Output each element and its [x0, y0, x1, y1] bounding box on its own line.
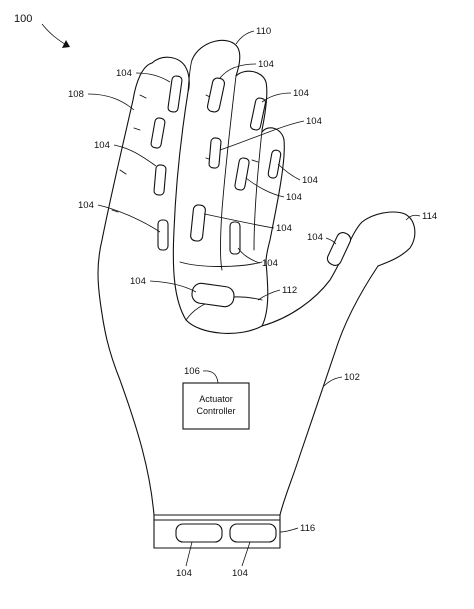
- label-actuator: 104: [293, 88, 309, 99]
- leader-104: [185, 541, 193, 567]
- knuckle-tick: [111, 209, 119, 213]
- index-middle-gap: [187, 59, 193, 93]
- figure-arrow-head: [62, 40, 70, 48]
- leader-114: [405, 214, 421, 221]
- label-palm: 112: [282, 285, 297, 296]
- leader-116: [279, 527, 299, 533]
- index-fingertip: [151, 56, 190, 93]
- label-actuator: 104: [78, 200, 94, 211]
- actuator-pad-thumb: [326, 232, 352, 266]
- label-actuator: 104: [258, 59, 274, 70]
- leader-104: [135, 72, 171, 83]
- label-actuator: 104: [302, 175, 318, 186]
- actuator-pad-wrist: [229, 523, 277, 543]
- leader-108: [87, 93, 135, 111]
- label-actuator: 104: [116, 68, 132, 79]
- knuckle-tick: [139, 94, 147, 99]
- actuator-pad: [157, 219, 169, 251]
- label-middle-finger: 110: [256, 26, 271, 37]
- actuator-pad: [267, 149, 282, 179]
- ring-pinky-gap: [253, 129, 263, 251]
- label-actuator: 104: [276, 223, 292, 234]
- leader-104: [245, 177, 285, 198]
- leader-104: [97, 204, 161, 233]
- knuckle-tick: [133, 127, 141, 131]
- controller-ref-label: 106: [184, 366, 200, 377]
- pinky-fingertip: [261, 127, 285, 263]
- actuator-pad: [153, 164, 167, 196]
- label-thumb: 114: [422, 211, 437, 222]
- leader-104: [325, 237, 337, 245]
- leader-104: [219, 120, 305, 151]
- label-actuator: 104: [307, 232, 323, 243]
- thumb-outline: [261, 211, 416, 327]
- actuator-controller: Actuator Controller 106: [182, 366, 250, 430]
- palm-outline: [172, 91, 269, 334]
- leader-104: [149, 280, 197, 293]
- actuator-pad-wrist: [175, 523, 223, 543]
- leader-104: [203, 213, 275, 229]
- label-actuator: 104: [130, 276, 146, 287]
- middle-fingertip: [191, 39, 241, 77]
- label-wrist-band: 116: [300, 523, 315, 534]
- actuator-pad: [206, 77, 226, 113]
- figure-number: 100: [14, 13, 32, 25]
- actuator-pad: [249, 97, 267, 131]
- controller-leader: [202, 370, 219, 384]
- glove-left-edge: [97, 62, 155, 516]
- leader-104: [241, 541, 251, 567]
- actuator-group: [150, 75, 352, 543]
- actuator-pad: [167, 75, 183, 113]
- leader-104: [219, 63, 257, 79]
- reference-labels: 110 108 104 104 104 104 104 104 104 104 …: [68, 26, 437, 579]
- actuator-pad-palm: [191, 282, 235, 308]
- label-actuator: 104: [176, 568, 192, 579]
- glove-right-edge: [279, 265, 379, 516]
- label-actuator: 104: [94, 140, 110, 151]
- label-glove: 102: [344, 372, 360, 383]
- palm-crease-top: [179, 261, 263, 267]
- label-actuator: 104: [232, 568, 248, 579]
- label-actuator: 104: [262, 258, 278, 269]
- figure-arrow-line: [41, 23, 69, 47]
- leader-104: [277, 163, 301, 181]
- label-index-finger: 108: [68, 89, 84, 100]
- wrist-band-rect: [153, 514, 281, 549]
- label-actuator: 104: [306, 116, 322, 127]
- controller-line-2: Controller: [196, 406, 235, 416]
- actuator-pad: [150, 117, 166, 149]
- wrist-band: [153, 514, 281, 549]
- leader-102: [323, 376, 343, 387]
- label-actuator: 104: [286, 192, 302, 203]
- controller-line-1: Actuator: [199, 394, 233, 404]
- actuator-pad: [229, 221, 241, 255]
- leader-104: [113, 144, 157, 167]
- controller-box: [182, 382, 250, 430]
- leader-112: [257, 289, 281, 301]
- actuator-pad: [234, 157, 250, 191]
- leader-104: [261, 92, 292, 103]
- leader-104: [237, 247, 261, 264]
- actuator-pad: [190, 204, 206, 242]
- middle-ring-gap: [220, 75, 237, 271]
- actuator-pad: [208, 137, 222, 169]
- knuckle-tick: [119, 169, 127, 175]
- leader-110: [235, 30, 255, 45]
- knuckle-tick: [251, 159, 259, 163]
- ring-fingertip: [235, 70, 268, 131]
